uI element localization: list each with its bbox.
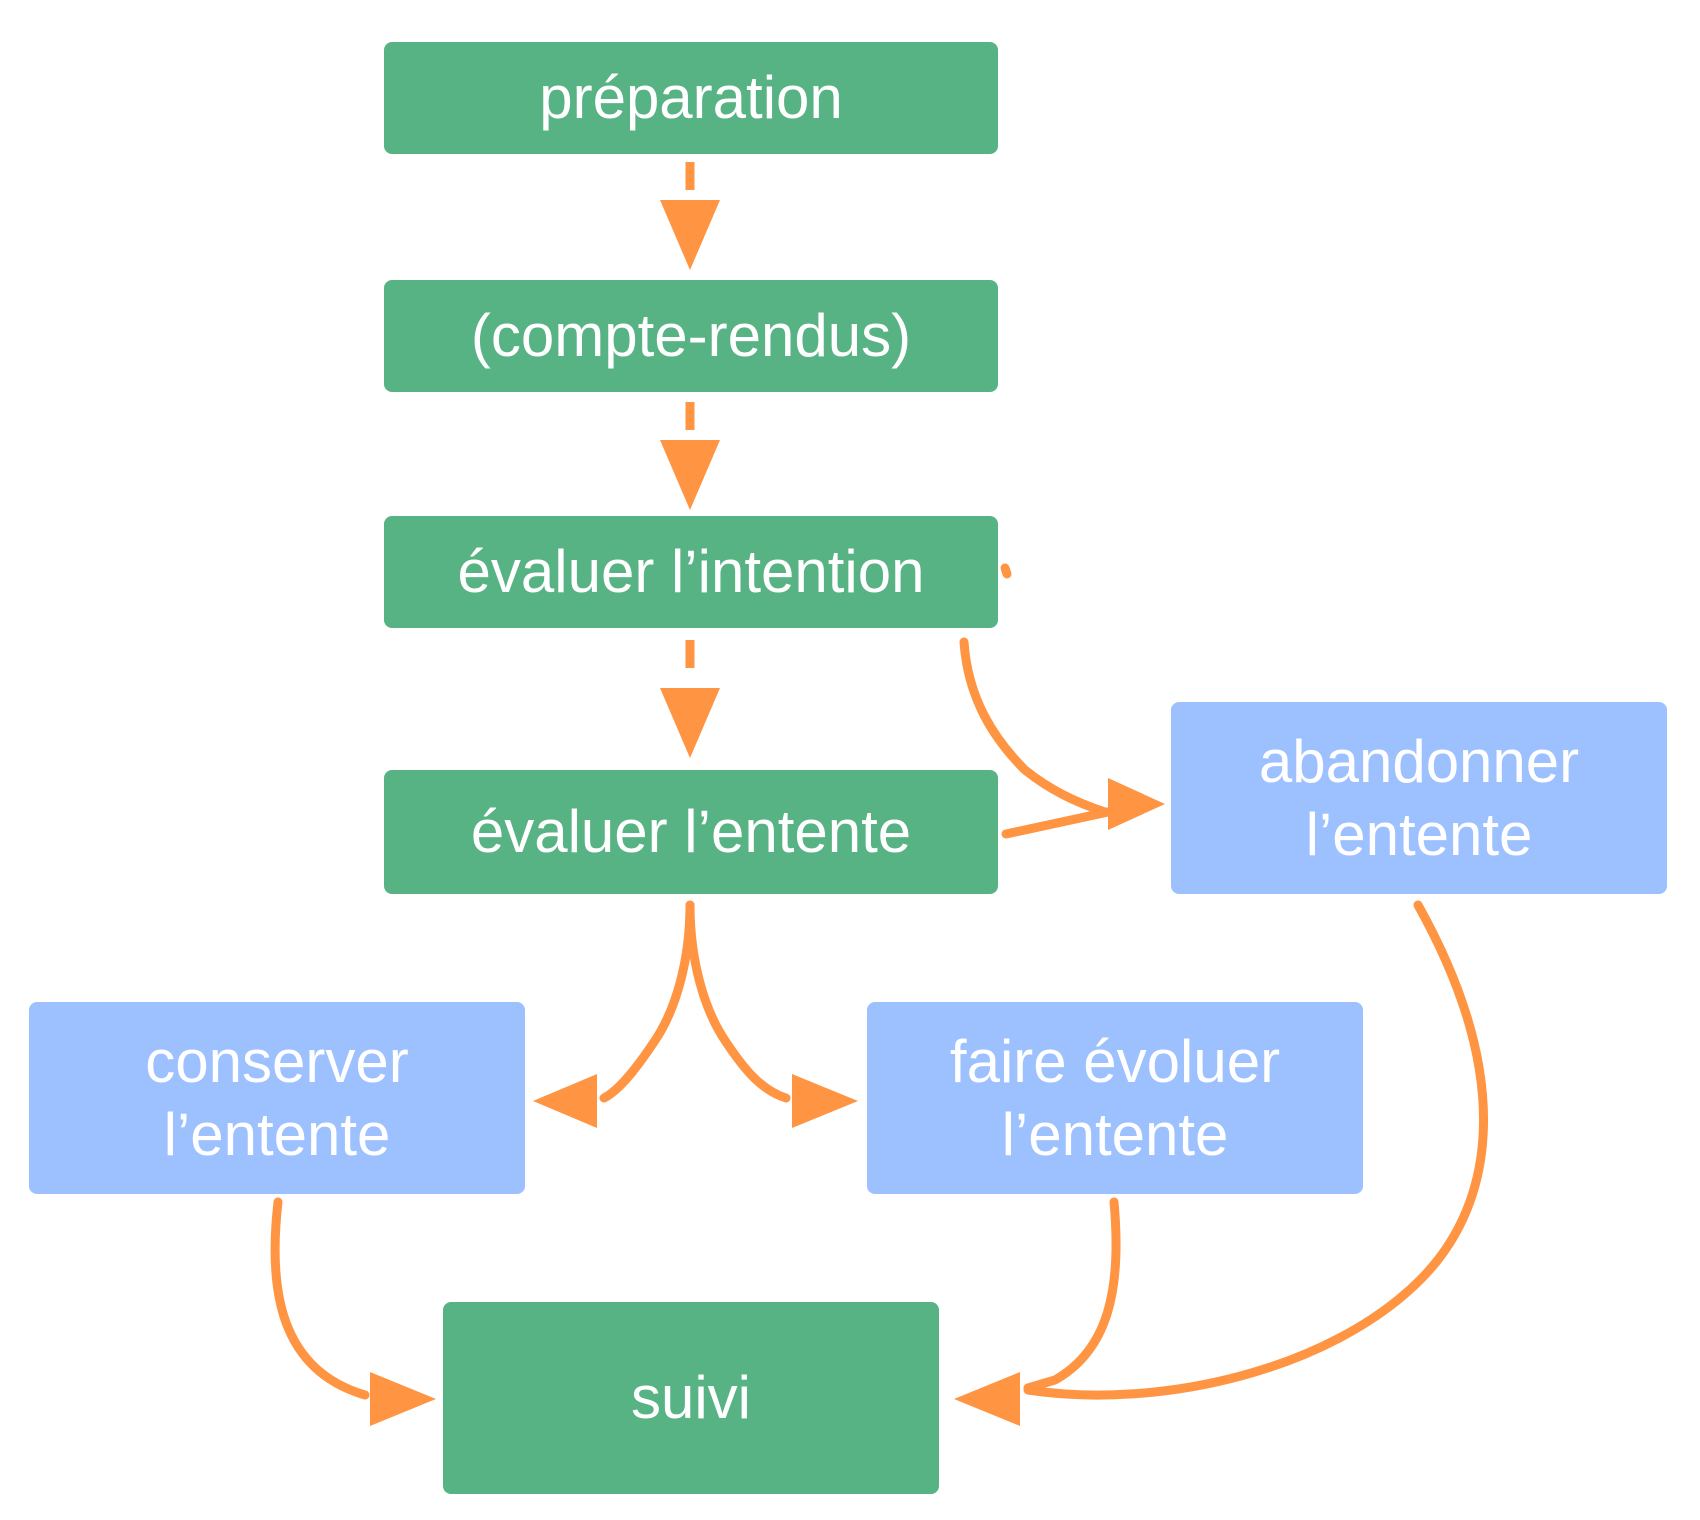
node-compte-rendus: (compte-rendus) — [384, 280, 998, 392]
arrowhead-evaluer-intention — [660, 440, 720, 510]
node-evaluer-entente-label: évaluer l’entente — [470, 798, 912, 866]
arrowhead-abandonner — [1108, 778, 1165, 830]
edge-evaluer-entente-to-faire-evoluer — [685, 900, 791, 1103]
edge-faire-evoluer-to-suivi — [1023, 1197, 1121, 1393]
arrowhead-conserver — [533, 1074, 597, 1128]
edge-evaluer-intention-to-abandonner — [959, 637, 1110, 817]
edge-conserver-to-suivi — [270, 1197, 370, 1400]
node-abandonner-entente: abandonner l’entente — [1171, 702, 1667, 894]
node-suivi-label: suivi — [630, 1364, 752, 1432]
edge-stub-evaluer-intention — [1000, 563, 1012, 579]
node-preparation: préparation — [384, 42, 998, 154]
node-evaluer-entente: évaluer l’entente — [384, 770, 998, 894]
arrowhead-faire-evoluer — [792, 1074, 858, 1128]
edge-evaluer-entente-to-conserver — [599, 900, 695, 1103]
node-compte-rendus-label: (compte-rendus) — [470, 302, 912, 370]
arrowhead-compte-rendus — [660, 200, 720, 270]
node-conserver-entente-label: conserver l’entente — [145, 1027, 409, 1168]
arrowhead-suivi-left — [370, 1372, 436, 1426]
node-faire-evoluer-entente-label: faire évoluer l’entente — [949, 1027, 1281, 1168]
node-evaluer-intention: évaluer l’intention — [384, 516, 998, 628]
edge-abandonner-to-suivi — [1023, 900, 1488, 1400]
node-abandonner-entente-label: abandonner l’entente — [1258, 727, 1580, 868]
node-preparation-label: préparation — [539, 64, 843, 132]
arrowhead-suivi-right — [954, 1372, 1020, 1426]
node-suivi: suivi — [443, 1302, 939, 1494]
node-faire-evoluer-entente: faire évoluer l’entente — [867, 1002, 1363, 1194]
edge-evaluer-entente-to-abandonner — [1001, 807, 1113, 839]
arrowhead-evaluer-entente — [660, 688, 720, 758]
node-conserver-entente: conserver l’entente — [29, 1002, 525, 1194]
node-evaluer-intention-label: évaluer l’intention — [457, 538, 925, 606]
